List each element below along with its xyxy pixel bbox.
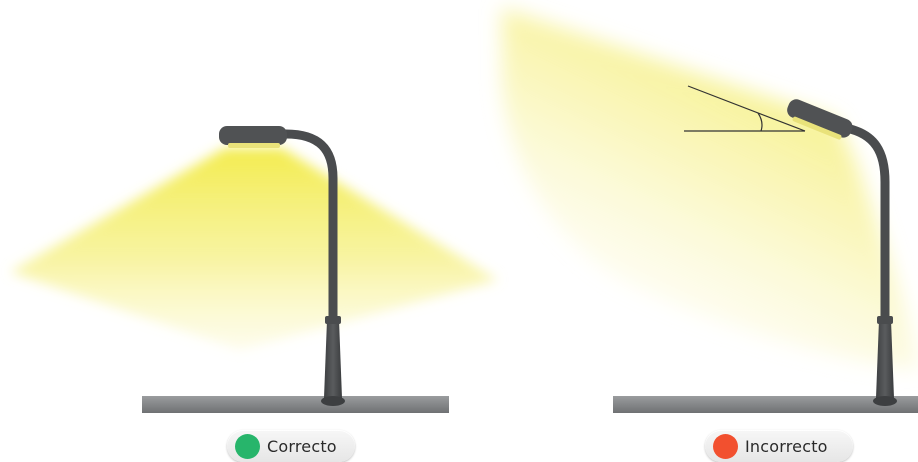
incorrect-lamp-base bbox=[876, 320, 894, 398]
correct-ground-slab bbox=[142, 396, 449, 413]
correct-lamp-scene bbox=[10, 126, 498, 413]
incorrect-lamp-scene bbox=[502, 8, 918, 413]
incorrect-lamp-base-cap bbox=[877, 316, 893, 324]
incorrect-badge: Incorrecto bbox=[705, 430, 853, 462]
incorrect-label: Incorrecto bbox=[745, 437, 828, 456]
green-circle-icon bbox=[235, 434, 260, 459]
incorrect-ground-slab bbox=[613, 396, 918, 413]
correct-lamp-base bbox=[324, 320, 342, 398]
incorrect-light-beam bbox=[502, 8, 918, 370]
correct-lamp-head bbox=[219, 126, 287, 145]
correct-lamp-base-cap bbox=[325, 316, 341, 324]
correct-lamp-foot bbox=[321, 396, 345, 406]
correct-lamp-bulb bbox=[228, 143, 280, 148]
correct-badge: Correcto bbox=[227, 430, 355, 462]
incorrect-lamp-foot bbox=[873, 396, 897, 406]
red-circle-icon bbox=[713, 434, 738, 459]
correct-light-beam bbox=[10, 148, 498, 350]
correct-label: Correcto bbox=[267, 437, 337, 456]
